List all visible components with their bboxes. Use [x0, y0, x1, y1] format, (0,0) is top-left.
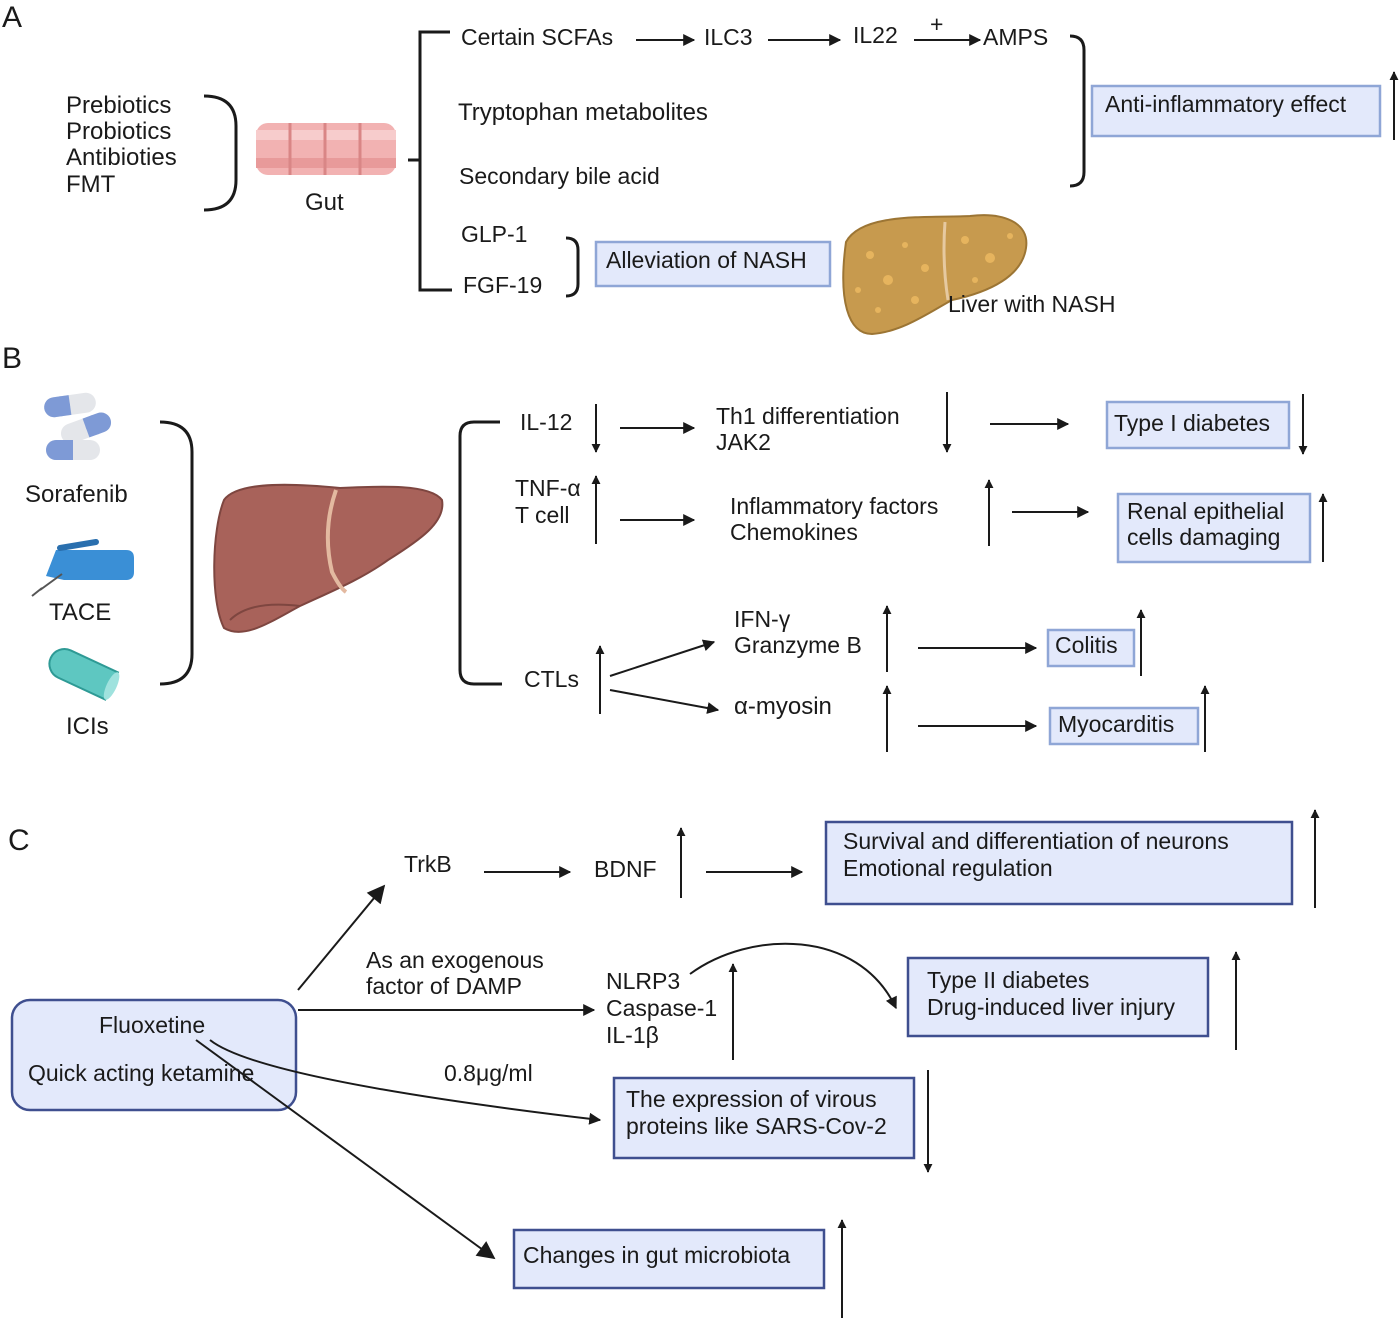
- ketamine-label: Quick acting ketamine: [28, 1060, 254, 1086]
- input-antibiotics: Antibioties: [66, 144, 177, 171]
- colitis-box: [1046, 628, 1136, 668]
- renal-label-line1: Renal epithelial: [1127, 498, 1284, 524]
- bile-acid-label: Secondary bile acid: [459, 163, 660, 189]
- viral-label-line2: proteins like SARS-Cov-2: [626, 1113, 887, 1139]
- sorafenib-label: Sorafenib: [25, 481, 128, 508]
- il1beta-label: IL-1β: [606, 1022, 659, 1048]
- bdnf-label: BDNF: [594, 856, 657, 882]
- damp-label-line2: factor of DAMP: [366, 973, 522, 999]
- neurons-label-line2: Emotional regulation: [843, 855, 1053, 881]
- arrow-ctls-ifn: [609, 639, 716, 677]
- gut-illustration: [256, 123, 396, 175]
- bracket-nash: [565, 236, 580, 298]
- jak2-label: JAK2: [716, 429, 771, 455]
- neurons-box: [824, 820, 1294, 906]
- tcell-label: T cell: [515, 502, 570, 528]
- arrow-to-trkb: [297, 884, 386, 991]
- microbiota-label: Changes in gut microbiota: [523, 1242, 790, 1268]
- type2-diabetes-label: Type II diabetes: [927, 967, 1089, 993]
- fgf19-label: FGF-19: [463, 272, 542, 298]
- alleviation-box: [594, 240, 832, 288]
- neurons-label-line1: Survival and differentiation of neurons: [843, 828, 1229, 854]
- il12-label: IL-12: [520, 409, 572, 435]
- tnf-alpha-label: TNF-α: [515, 475, 581, 501]
- liver-injury-label: Drug-induced liver injury: [927, 994, 1175, 1020]
- damp-label-line1: As an exogenous: [366, 947, 544, 973]
- granzyme-label: Granzyme B: [734, 632, 862, 658]
- bracket-gut-outputs: [408, 30, 452, 292]
- arrow-nlrp3-diabetes: [689, 942, 897, 1010]
- bracket-liver-outputs: [458, 420, 502, 686]
- input-prebiotics: Prebiotics: [66, 92, 171, 119]
- tryptophan-label: Tryptophan metabolites: [458, 99, 708, 126]
- liver-nash-label: Liver with NASH: [948, 291, 1115, 317]
- viral-proteins-box: [612, 1076, 916, 1160]
- icis-label: ICIs: [66, 713, 109, 740]
- arrow-to-viral: [209, 1039, 602, 1125]
- concentration-label: 0.8μg/ml: [444, 1060, 533, 1086]
- gut-label: Gut: [305, 189, 344, 216]
- tace-glove-icon: [31, 539, 134, 597]
- chemokines-label: Chemokines: [730, 519, 858, 545]
- icis-capsule-icon: [48, 648, 120, 701]
- fluoxetine-ketamine-box: [10, 998, 298, 1112]
- plus-sign: +: [930, 11, 943, 37]
- th1-label: Th1 differentiation: [716, 403, 900, 429]
- bracket-inputs: [203, 94, 238, 212]
- bracket-anti-inflammatory: [1069, 34, 1086, 188]
- bracket-treatments: [159, 420, 194, 686]
- arrow-ctls-myosin: [609, 689, 720, 714]
- anti-inflammatory-box: [1090, 84, 1382, 138]
- nlrp3-label: NLRP3: [606, 968, 680, 994]
- amps-label: AMPS: [983, 24, 1048, 50]
- scfa-label: Certain SCFAs: [461, 24, 613, 50]
- microbiota-box: [512, 1228, 826, 1290]
- panel-b-label: B: [2, 342, 22, 375]
- sorafenib-pills-icon: [44, 392, 112, 460]
- panel-c-label: C: [8, 824, 30, 857]
- liver-illustration: [213, 483, 444, 633]
- glp1-label: GLP-1: [461, 221, 527, 247]
- diabetes-liver-injury-box: [906, 956, 1210, 1038]
- ctls-label: CTLs: [524, 666, 579, 692]
- colitis-label: Colitis: [1055, 632, 1118, 658]
- inflammatory-factors-label: Inflammatory factors: [730, 493, 938, 519]
- arrow-to-microbiota: [195, 1039, 496, 1260]
- alpha-myosin-label: α-myosin: [734, 693, 832, 720]
- myocarditis-label: Myocarditis: [1058, 711, 1174, 737]
- caspase-label: Caspase-1: [606, 995, 717, 1021]
- il22-label: IL22: [853, 22, 898, 48]
- nash-liver-illustration: [842, 214, 1028, 336]
- ifn-gamma-label: IFN-γ: [734, 606, 791, 632]
- renal-label-line2: cells damaging: [1127, 524, 1280, 550]
- type1-diabetes-box: [1105, 400, 1291, 450]
- anti-inflammatory-label: Anti-inflammatory effect: [1105, 91, 1347, 117]
- trkb-label: TrkB: [404, 851, 452, 877]
- type1-diabetes-label: Type I diabetes: [1114, 410, 1270, 436]
- input-fmt: FMT: [66, 171, 116, 198]
- renal-damage-box: [1116, 492, 1312, 564]
- myocarditis-box: [1048, 706, 1200, 746]
- fluoxetine-label: Fluoxetine: [99, 1012, 205, 1038]
- panel-a-label: A: [2, 1, 22, 34]
- input-probiotics: Probiotics: [66, 118, 171, 145]
- tace-label: TACE: [49, 599, 111, 626]
- alleviation-label: Alleviation of NASH: [606, 247, 807, 273]
- ilc3-label: ILC3: [704, 24, 753, 50]
- viral-label-line1: The expression of virous: [626, 1086, 877, 1112]
